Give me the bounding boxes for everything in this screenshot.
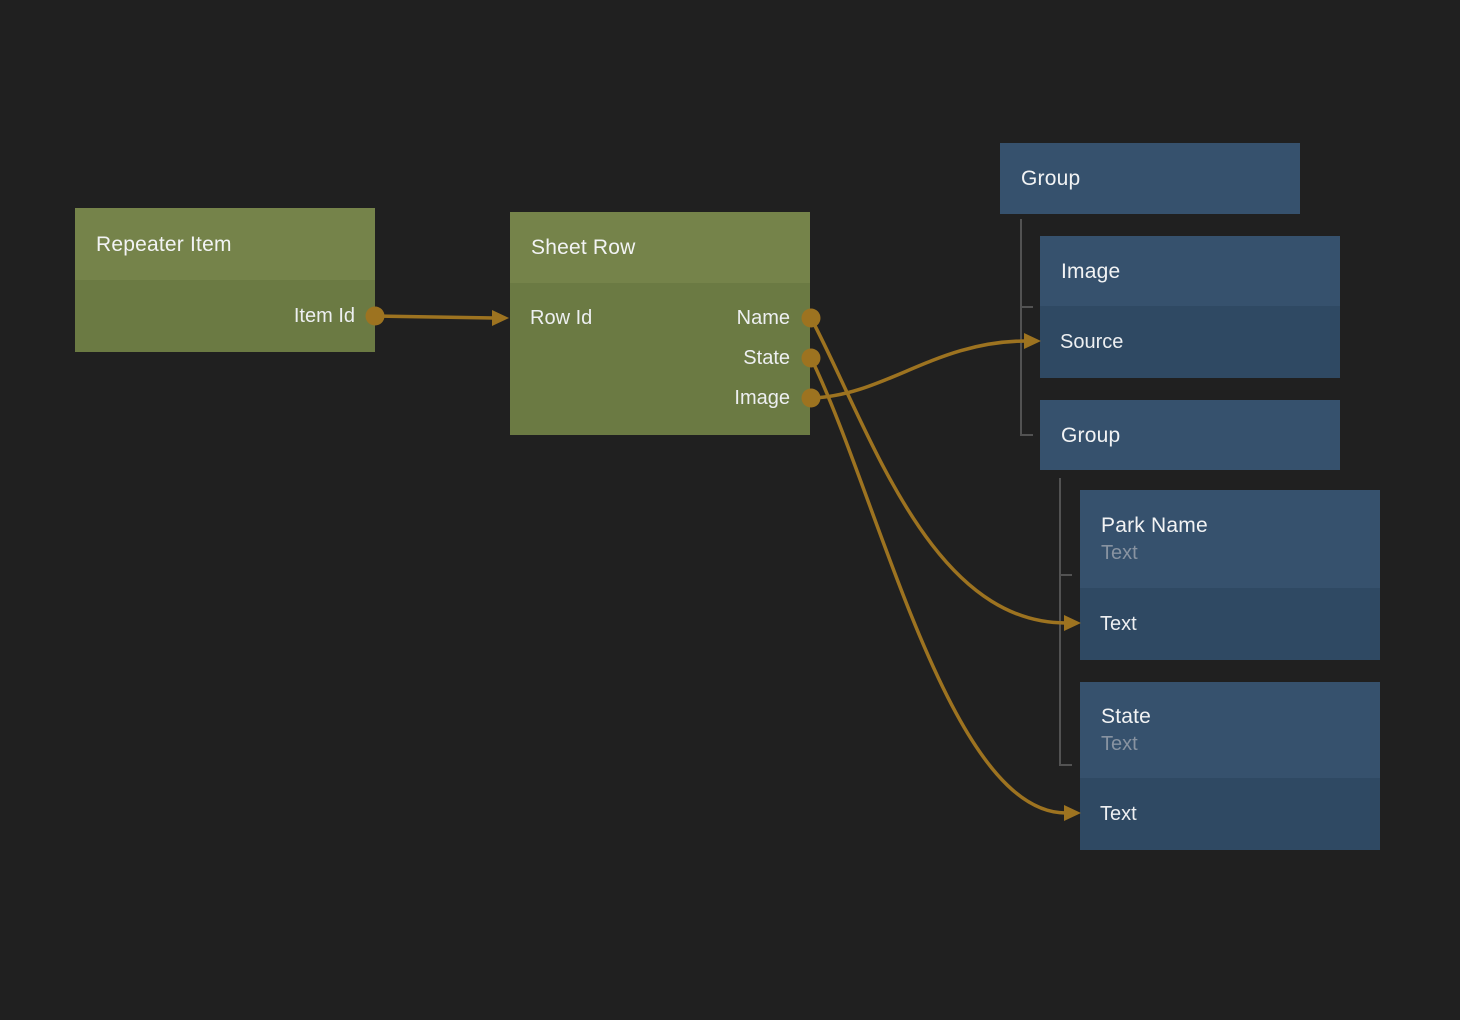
node-title: Group <box>1021 167 1081 190</box>
node-park-name[interactable]: Park Name Text Text <box>1080 490 1380 660</box>
node-title: Sheet Row <box>531 236 636 259</box>
connection-image-to-source[interactable] <box>810 333 1041 400</box>
node-title: State <box>1101 704 1152 728</box>
node-title: Repeater Item <box>96 232 232 256</box>
output-label: Item Id <box>293 304 355 327</box>
node-sheet-row[interactable]: Sheet Row Row Id Name State Image <box>510 212 810 435</box>
node-title: Park Name <box>1101 513 1208 537</box>
input-row-text[interactable]: Text <box>1080 588 1380 660</box>
output-label: State <box>743 346 790 369</box>
node-image-header: Image <box>1040 236 1340 306</box>
node-sheet-row-header: Sheet Row <box>510 212 810 283</box>
port-row-image[interactable]: Image <box>510 378 810 418</box>
input-row-source[interactable]: Source <box>1040 306 1340 378</box>
node-repeater-item-header: Repeater Item <box>75 208 375 280</box>
output-label: Name <box>736 306 790 329</box>
connection-itemid-to-rowid[interactable] <box>374 310 509 326</box>
node-repeater-item-body: Item Id <box>75 280 375 352</box>
arrowhead <box>1024 333 1041 349</box>
node-inner-group-header: Group <box>1040 400 1340 470</box>
port-row-rowid-name[interactable]: Row Id Name <box>510 298 810 338</box>
tree-line-outer-group <box>1020 219 1033 436</box>
tree-line-inner-group <box>1059 478 1072 766</box>
port-row-state[interactable]: State <box>510 338 810 378</box>
node-outer-group[interactable]: Group <box>1000 143 1300 214</box>
input-label: Row Id <box>530 306 593 329</box>
node-park-name-header: Park Name Text <box>1080 490 1380 588</box>
node-state-body: Text <box>1080 778 1380 850</box>
node-state[interactable]: State Text Text <box>1080 682 1380 850</box>
node-title: Group <box>1061 423 1121 447</box>
node-park-name-body: Text <box>1080 588 1380 660</box>
node-title: Image <box>1061 259 1121 283</box>
arrowhead <box>1064 615 1081 631</box>
node-repeater-item[interactable]: Repeater Item Item Id <box>75 208 375 352</box>
input-label: Text <box>1100 612 1137 635</box>
output-row-item-id[interactable]: Item Id <box>75 280 375 352</box>
node-state-header: State Text <box>1080 682 1380 778</box>
node-sheet-row-body: Row Id Name State Image <box>510 283 810 435</box>
node-subtitle: Text <box>1101 541 1138 564</box>
node-image[interactable]: Image Source <box>1040 236 1340 378</box>
node-subtitle: Text <box>1101 732 1138 755</box>
arrowhead <box>492 310 509 326</box>
input-row-text[interactable]: Text <box>1080 778 1380 850</box>
node-outer-group-header: Group <box>1000 143 1300 214</box>
input-label: Source <box>1060 330 1124 353</box>
node-inner-group[interactable]: Group <box>1040 400 1340 470</box>
input-label: Text <box>1100 802 1137 825</box>
output-label: Image <box>734 386 790 409</box>
node-image-body: Source <box>1040 306 1340 378</box>
arrowhead <box>1064 805 1081 821</box>
